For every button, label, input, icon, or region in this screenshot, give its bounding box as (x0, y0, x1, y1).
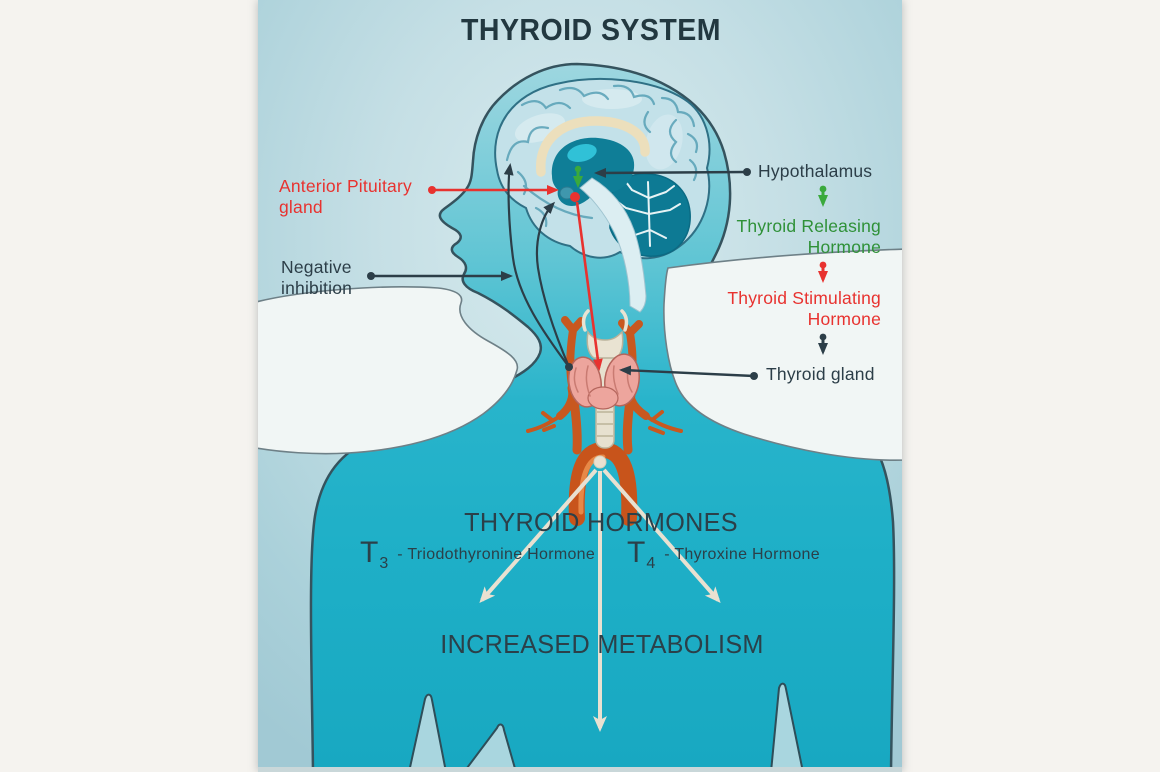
red-arrow-dot (819, 261, 827, 269)
right-flow-arrow (602, 468, 721, 604)
hormone-flow-arrows (479, 455, 721, 732)
left-flow-arrow (479, 468, 598, 604)
left-chest-seam (462, 723, 518, 772)
label-clouds (258, 248, 902, 461)
arm-seams (407, 682, 805, 772)
larynx-horns (581, 309, 629, 332)
bottom-edge-strip (258, 767, 902, 772)
left-arm-seam (407, 693, 448, 772)
pituitary-dot (570, 192, 580, 202)
trachea-rings (597, 399, 613, 437)
right-cloud (663, 248, 902, 461)
t3-symbol: T (360, 536, 379, 569)
brain-highlight (582, 89, 642, 109)
brainstem (579, 177, 647, 313)
t4-description: - Thyroxine Hormone (664, 546, 820, 563)
label-hypothalamus: Hypothalamus (758, 161, 873, 181)
label-thyroid-stimulating-hormone: Thyroid Stimulating Hormone (727, 288, 881, 329)
hypothalamus-pointer-line (594, 167, 748, 178)
corpus-callosum (536, 116, 650, 177)
connectors (367, 163, 758, 380)
page-title: THYROID SYSTEM (461, 12, 721, 47)
green-arrow-dot (819, 185, 827, 193)
hypothalamus-dot-green (574, 165, 582, 173)
label-thyroid-gland: Thyroid gland (766, 364, 875, 384)
feedback-curve-to-pituitary (535, 201, 571, 368)
thyroid-illustration (526, 309, 683, 526)
thyroid-gland-pointer-line (619, 365, 755, 378)
heading-thyroid-hormones: THYROID HORMONES (464, 507, 738, 537)
brain-highlight (645, 114, 683, 170)
aorta-arch (568, 441, 638, 526)
t3-subscript: 3 (379, 555, 389, 572)
label-negative-inhibition: Negative inhibition (281, 257, 353, 298)
vessel-branches (526, 410, 683, 435)
flow-origin-dot (593, 455, 607, 469)
feedback-curve-to-brain (503, 163, 570, 368)
label-thyroid-releasing-hormone: Thyroid Releasing Hormone (736, 216, 881, 257)
left-cloud (258, 286, 519, 455)
flow-column-arrows (818, 185, 828, 355)
cerebellum-arbor-vitae (617, 181, 681, 247)
t4-subscript: 4 (646, 555, 656, 572)
heading-increased-metabolism: INCREASED METABOLISM (440, 629, 764, 659)
dark-arrow-dot (819, 333, 827, 341)
right-arm-seam (769, 682, 805, 772)
diagram-canvas (258, 0, 902, 772)
tsh-to-thyroid-arrow (575, 201, 603, 371)
thalamus-highlight (567, 143, 597, 163)
t3-description: - Triodothyronine Hormone (397, 546, 596, 563)
label-anterior-pituitary: Anterior Pituitary gland (279, 176, 412, 217)
infographic-panel: THYROID SYSTEM Anterior Pituitary gland … (258, 0, 902, 772)
t4-symbol: T (627, 536, 646, 569)
